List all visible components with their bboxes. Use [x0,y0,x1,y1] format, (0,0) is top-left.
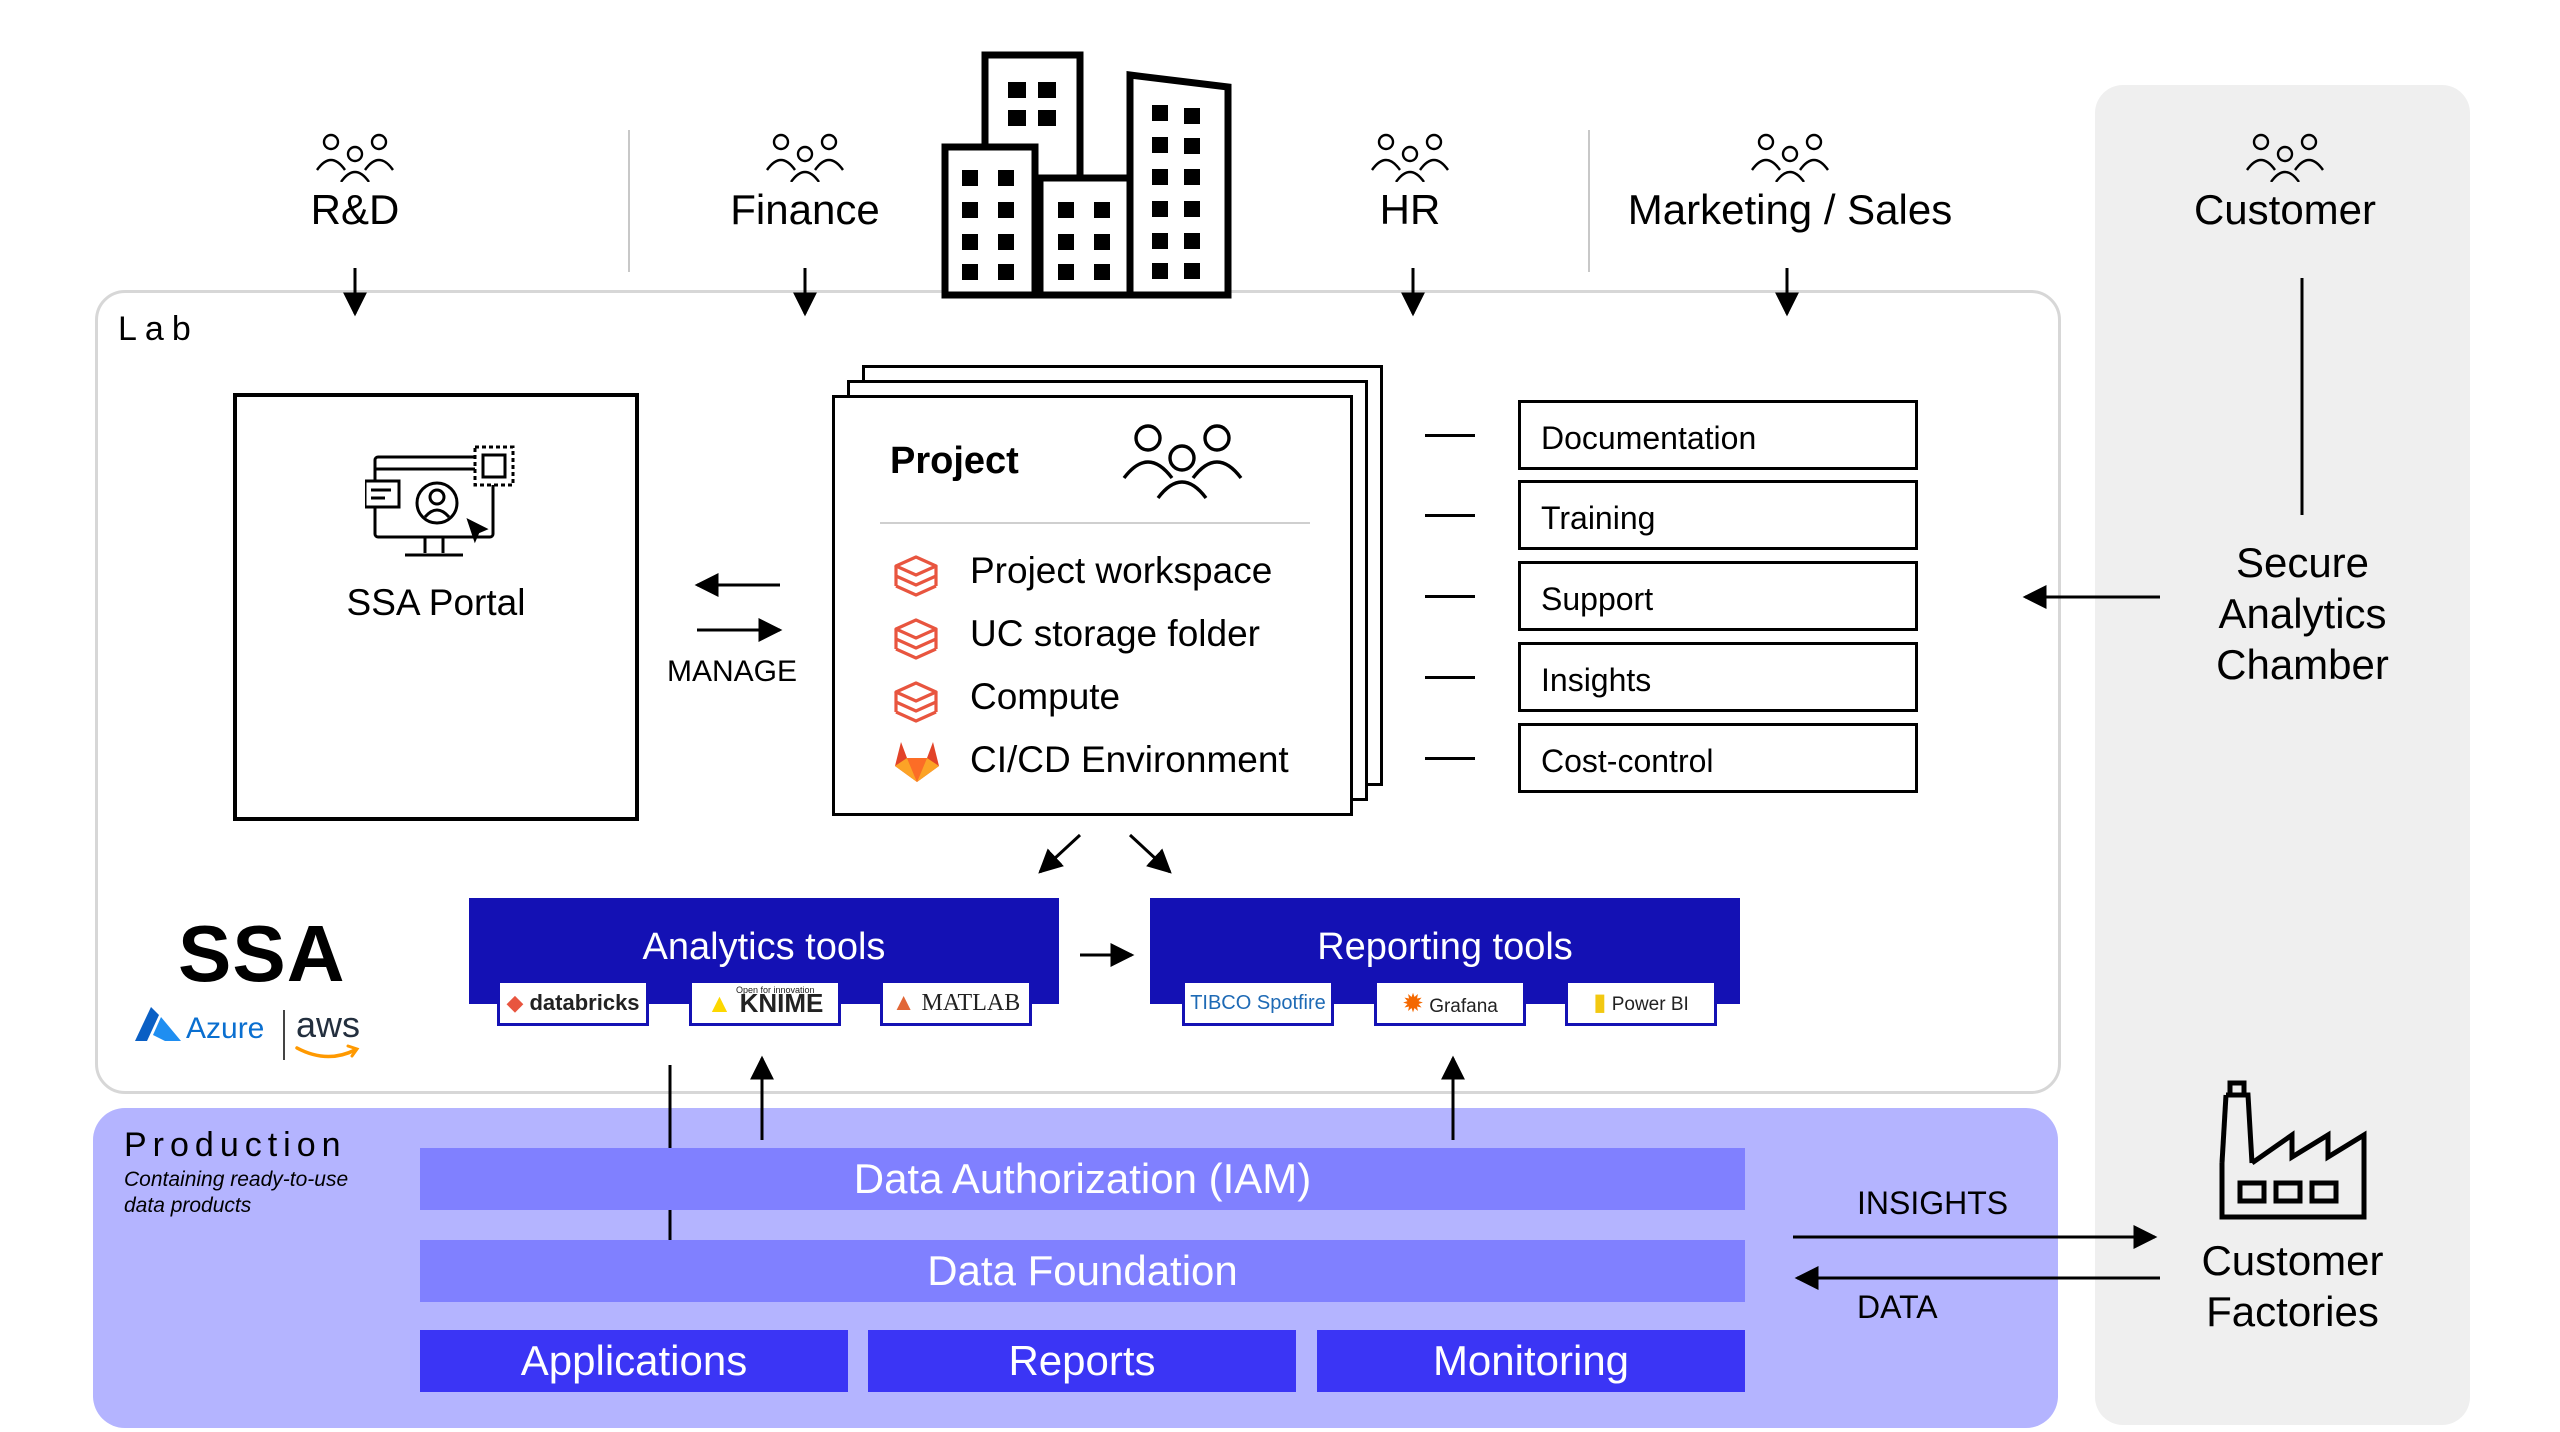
project-title: Project [890,440,1019,482]
customer-factories: Customer Factories [2165,1235,2420,1337]
data-foundation-layer[interactable]: Data Foundation [420,1240,1745,1302]
grafana-swirl-icon: ✹ [1402,988,1424,1018]
ssa-brand-title: SSA [178,909,346,998]
matlab-logo: ▲ MATLAB [880,980,1032,1026]
dept-finance: Finance [700,130,910,234]
project-team-icon [1122,424,1243,500]
production-subtitle: Containing ready-to-use data products [124,1167,348,1219]
insights-flow-label: INSIGHTS [1857,1185,2009,1221]
service-training[interactable]: Training [1518,480,1918,550]
service-dash [1425,514,1475,517]
knime-tagline: Open for innovation [736,985,815,995]
project-divider [880,522,1310,524]
production-subtitle-line-2: data products [124,1194,252,1217]
service-dash [1425,434,1475,437]
production-label: Production [124,1126,347,1164]
monitoring-module[interactable]: Monitoring [1317,1330,1745,1392]
customer-header: Customer [2170,130,2400,234]
reports-module[interactable]: Reports [868,1330,1296,1392]
data-flow-label: DATA [1857,1289,1938,1325]
azure-label: Azure [186,1012,265,1045]
service-support[interactable]: Support [1518,561,1918,631]
powerbi-logo-text: Power BI [1611,994,1689,1015]
company-buildings-icon [941,51,1232,299]
dept-hr: HR [1330,130,1490,234]
reporting-tools-label: Reporting tools [1317,926,1573,968]
factories-line-1: Customer [2201,1237,2384,1284]
dept-finance-label: Finance [730,186,880,233]
service-insights[interactable]: Insights [1518,642,1918,712]
manage-label: MANAGE [667,655,798,688]
data-authorization-layer[interactable]: Data Authorization (IAM) [420,1148,1745,1210]
people-group-icon [766,133,844,182]
cloud-divider [283,1010,285,1060]
matlab-membrane-icon: ▲ [891,990,916,1016]
databricks-layers-icon [894,555,938,597]
service-documentation[interactable]: Documentation [1518,400,1918,470]
chamber-line-3: Chamber [2216,641,2389,688]
factory-icon [2219,1080,2367,1220]
customer-label: Customer [2193,186,2377,233]
ssa-portal-label: SSA Portal [346,582,526,623]
aws-label: aws [296,1004,361,1045]
gitlab-fox-icon [895,742,939,782]
chamber-line-2: Analytics [2218,590,2387,637]
service-dash [1425,595,1475,598]
project-item-storage: UC storage folder [970,613,1260,654]
people-group-icon [2246,133,2324,182]
analytics-tools-label: Analytics tools [642,926,886,968]
service-cost-control[interactable]: Cost-control [1518,723,1918,793]
project-item-workspace: Project workspace [970,550,1273,591]
dept-hr-label: HR [1379,186,1441,233]
project-card[interactable] [832,395,1353,816]
chamber-line-1: Secure [2235,539,2370,586]
dept-marketing-sales: Marketing / Sales [1600,130,1980,234]
aws-smile-icon [295,1044,360,1059]
applications-module[interactable]: Applications [420,1330,848,1392]
people-group-icon [1751,133,1829,182]
databricks-mark-icon: ◆ [506,990,524,1015]
knime-logo-text: KNIME [739,988,824,1018]
powerbi-bars-icon: ▮ [1593,989,1607,1016]
lab-label: Lab [118,310,199,348]
dept-marketing-sales-label: Marketing / Sales [1627,186,1953,233]
spotfire-logo: TIBCO Spotfire [1182,980,1334,1026]
people-group-icon [1371,133,1449,182]
production-subtitle-line-1: Containing ready-to-use [124,1168,349,1191]
knime-triangle-icon: ▲ [706,988,733,1018]
factories-line-2: Factories [2206,1288,2379,1335]
portal-monitor-icon [365,445,515,557]
databricks-layers-icon [894,681,938,723]
dept-rnd: R&D [255,130,455,234]
powerbi-logo: ▮ Power BI [1565,980,1717,1026]
databricks-logo-text: databricks [529,990,640,1015]
dept-rnd-label: R&D [310,186,400,233]
matlab-logo-text: MATLAB [921,990,1021,1016]
service-dash [1425,676,1475,679]
secure-analytics-chamber: Secure Analytics Chamber [2160,537,2445,690]
ssa-portal-card[interactable]: SSA Portal [233,393,639,821]
service-dash [1425,757,1475,760]
people-group-icon [316,133,394,182]
header-divider [1588,130,1590,272]
project-item-cicd: CI/CD Environment [970,739,1289,780]
databricks-layers-icon [894,618,938,660]
databricks-logo: ◆ databricks [497,980,649,1026]
header-divider [628,130,630,272]
azure-logo-icon [135,1007,181,1041]
spotfire-logo-text: TIBCO Spotfire [1190,992,1326,1014]
project-item-compute: Compute [970,676,1121,717]
grafana-logo-text: Grafana [1429,996,1498,1017]
grafana-logo: ✹ Grafana [1374,980,1526,1026]
knime-logo: Open for innovation ▲ KNIME [689,980,841,1026]
